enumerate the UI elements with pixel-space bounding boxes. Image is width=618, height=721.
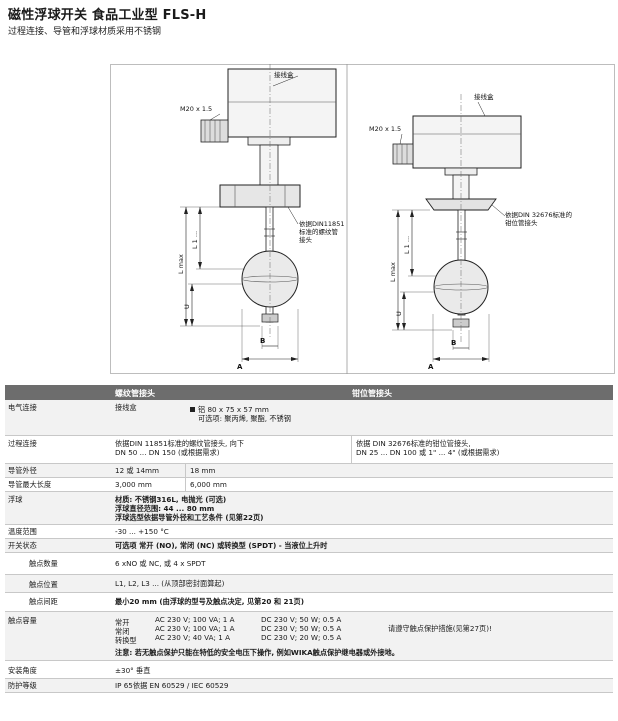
value-process-a1: 依据DIN 11851标准的螺纹管接头, 向下	[115, 439, 245, 448]
left-threaded-nut	[219, 184, 301, 208]
bullet-square-icon	[190, 407, 195, 412]
left-connection-note-1: 依据DIN11851	[299, 219, 344, 228]
col-header-threaded: 螺纹管接头	[115, 389, 155, 398]
row-contact-qty: 触点数量 6 xNO 或 NC, 或 4 x SPDT	[5, 553, 613, 575]
value-process-a2: DN 50 ... DN 150 (或根据需求)	[115, 448, 220, 457]
right-cable-gland	[392, 143, 414, 165]
capacity-ac-no: AC 230 V; 100 VA; 1 A	[155, 615, 235, 624]
capacity-ac-nc: AC 230 V; 100 VA; 1 A	[155, 624, 235, 633]
row-float: 浮球 材质: 不锈钢316L, 电抛光 (可选) 浮球直径范围: 44 ... …	[5, 492, 613, 525]
left-thread-label: M20 x 1.5	[180, 105, 212, 113]
capacity-type-spdt: 转换型	[115, 636, 137, 645]
right-drawing: 接线盒 M20 x 1.5 依据DIN 32676标准的 钳位管接头 L max…	[369, 92, 573, 371]
label-contact-gap: 触点间距	[29, 597, 58, 606]
value-electrical-housing: 铝 80 x 75 x 57 mm	[190, 405, 269, 415]
value-angle: ±30° 垂直	[115, 666, 151, 675]
capacity-ac-spdt: AC 230 V; 40 VA; 1 A	[155, 633, 231, 642]
capacity-dc-nc: DC 230 V; 50 W; 0.5 A	[261, 624, 342, 633]
label-switch-state: 开关状态	[8, 541, 37, 550]
label-tube-length: 导管最大长度	[8, 480, 52, 489]
value-float-diameter: 浮球直径范围: 44 ... 80 mm	[115, 504, 215, 513]
row-temperature: 温度范围 -30 ... +150 °C	[5, 525, 613, 539]
label-electrical: 电气连接	[8, 403, 37, 412]
label-protection: 防护等级	[8, 681, 37, 690]
value-process-b2: DN 25 ... DN 100 或 1" ... 4" (或根据需求)	[356, 448, 500, 457]
right-connection-note-2: 钳位管接头	[505, 218, 538, 227]
value-tube-length-a: 3,000 mm	[115, 480, 152, 489]
capacity-type-no: 常开	[115, 618, 130, 627]
left-dim-a: A	[237, 363, 243, 371]
capacity-type-nc: 常闭	[115, 627, 130, 636]
row-process-connection: 过程连接 依据DIN 11851标准的螺纹管接头, 向下 DN 50 ... D…	[5, 436, 613, 464]
col-header-clamp: 钳位管接头	[352, 389, 392, 398]
right-terminal-box	[412, 115, 522, 169]
value-electrical-options: 可选项: 聚丙烯, 聚酯, 不锈钢	[198, 414, 291, 423]
left-dim-lmax: L max	[177, 254, 185, 274]
left-dim-b: B	[260, 337, 265, 345]
row-contact-position: 触点位置 L1, L2, L3 ... (从顶部密封面算起)	[5, 575, 613, 593]
value-float-material: 材质: 不锈钢316L, 电抛光 (可选)	[115, 495, 227, 504]
page-subtitle: 过程连接、导管和浮球材质采用不锈钢	[8, 27, 162, 37]
right-terminal-box-label: 接线盒	[474, 92, 494, 101]
label-float: 浮球	[8, 495, 23, 504]
dimension-drawing-svg: 接线盒 M20 x 1.5 依据DIN11851 标准的螺纹管 接头 L max…	[110, 64, 615, 374]
spec-table: 螺纹管接头 钳位管接头 电气连接 接线盒 铝 80 x 75 x 57 mm 可…	[5, 385, 613, 693]
label-temperature: 温度范围	[8, 527, 37, 536]
left-dim-u: U	[183, 304, 191, 309]
label-process: 过程连接	[8, 439, 37, 448]
value-temperature: -30 ... +150 °C	[115, 527, 169, 536]
label-capacity: 触点容量	[8, 616, 37, 625]
value-process-b1: 依据 DIN 32676标准的钳位管接头,	[356, 439, 471, 448]
capacity-dc-no: DC 230 V; 50 W; 0.5 A	[261, 615, 342, 624]
row-switch-state: 开关状态 可选项 常开 (NO), 常闭 (NC) 或转换型 (SPDT) - …	[5, 539, 613, 553]
value-switch-state: 可选项 常开 (NO), 常闭 (NC) 或转换型 (SPDT) - 当液位上升…	[115, 541, 328, 550]
row-tube-length: 导管最大长度 3,000 mm 6,000 mm	[5, 478, 613, 492]
left-drawing: 接线盒 M20 x 1.5 依据DIN11851 标准的螺纹管 接头 L max…	[177, 64, 344, 371]
drawing-frame	[110, 64, 615, 374]
left-cable-gland	[200, 119, 229, 143]
row-tube-od: 导管外径 12 或 14mm 18 mm	[5, 464, 613, 478]
technical-drawing: 接线盒 M20 x 1.5 依据DIN11851 标准的螺纹管 接头 L max…	[110, 64, 615, 374]
right-dim-l1: L 1 ...	[403, 236, 411, 254]
value-tube-length-b: 6,000 mm	[190, 480, 227, 489]
row-contact-gap: 触点间距 最小20 mm (由浮球的型号及触点决定, 见第20 和 21页)	[5, 593, 613, 612]
right-thread-label: M20 x 1.5	[369, 125, 401, 133]
label-contact-position: 触点位置	[29, 580, 58, 589]
left-connection-note-3: 接头	[299, 235, 313, 244]
label-contact-qty: 触点数量	[29, 559, 58, 568]
right-dim-u: U	[395, 311, 403, 316]
right-connection-note-1: 依据DIN 32676标准的	[505, 210, 573, 219]
value-contact-qty: 6 xNO 或 NC, 或 4 x SPDT	[115, 559, 206, 568]
left-terminal-box	[227, 68, 337, 138]
label-tube-od: 导管外径	[8, 466, 37, 475]
capacity-note: 注意: 若无触点保护只能在特低的安全电压下操作, 例如WIKA触点保护继电器或外…	[115, 648, 399, 657]
right-dim-b: B	[451, 339, 456, 347]
left-dim-l1: L 1 ...	[191, 231, 199, 249]
spec-table-header: 螺纹管接头 钳位管接头	[5, 385, 613, 400]
value-contact-position: L1, L2, L3 ... (从顶部密封面算起)	[115, 579, 225, 588]
value-float-selection: 浮球选型依据导管外径和工艺条件 (见第22页)	[115, 513, 264, 522]
row-electrical: 电气连接 接线盒 铝 80 x 75 x 57 mm 可选项: 聚丙烯, 聚酯,…	[5, 400, 613, 436]
value-tube-od-a: 12 或 14mm	[115, 466, 160, 475]
right-dim-lmax: L max	[389, 262, 397, 282]
value-contact-gap: 最小20 mm (由浮球的型号及触点决定, 见第20 和 21页)	[115, 597, 304, 606]
value-protection: IP 65依据 EN 60529 / IEC 60529	[115, 681, 229, 690]
capacity-note-right: 请遵守触点保护措施(见第27页)!	[388, 624, 492, 633]
right-dim-a: A	[428, 363, 434, 371]
value-tube-od-b: 18 mm	[190, 466, 216, 475]
value-electrical-box: 接线盒	[115, 403, 137, 412]
row-protection: 防护等级 IP 65依据 EN 60529 / IEC 60529	[5, 679, 613, 693]
left-connection-note-2: 标准的螺纹管	[299, 227, 339, 236]
row-contact-capacity: 触点容量 常开 常闭 转换型 AC 230 V; 100 VA; 1 A AC …	[5, 612, 613, 661]
page-title: 磁性浮球开关 食品工业型 FLS-H	[8, 8, 207, 23]
capacity-dc-spdt: DC 230 V; 20 W; 0.5 A	[261, 633, 342, 642]
row-angle: 安装角度 ±30° 垂直	[5, 661, 613, 679]
label-angle: 安装角度	[8, 666, 37, 675]
left-terminal-box-label: 接线盒	[274, 70, 294, 79]
